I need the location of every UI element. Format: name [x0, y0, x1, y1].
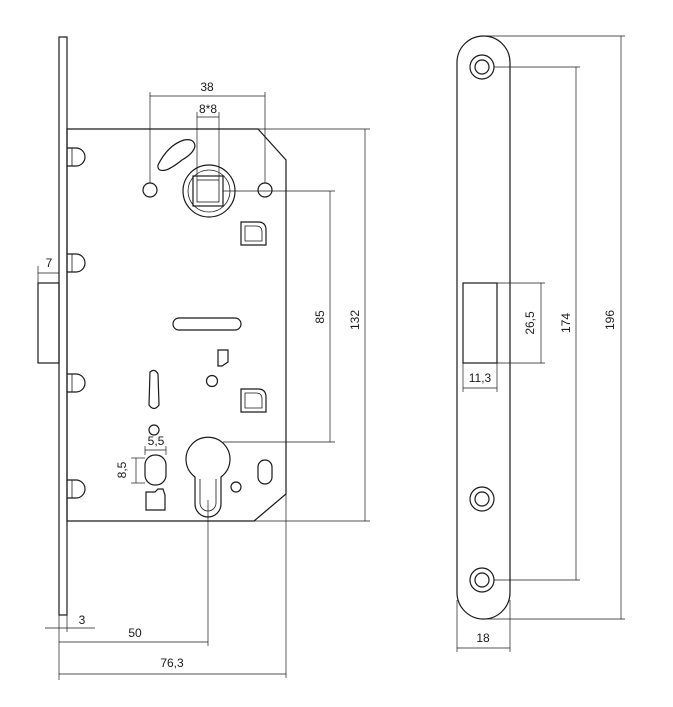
faceplate-screws [67, 147, 86, 499]
dim-38: 38 [200, 80, 214, 94]
cylinder-cutout [185, 436, 231, 518]
dim-11-3: 11,3 [469, 371, 492, 385]
dim-3: 3 [79, 613, 86, 627]
dim-85: 85 [313, 310, 327, 324]
lock-case-outline [66, 128, 287, 522]
dim-76-3: 76,3 [160, 656, 184, 670]
kidney-slot [157, 139, 196, 172]
dim-132: 132 [348, 310, 362, 330]
vertical-pin [148, 369, 160, 410]
dimension-labels: 38 8*8 7 85 132 5,5 8,5 3 50 76,3 26,5 1… [46, 80, 617, 670]
small-notch [217, 349, 229, 367]
strike-plate [456, 35, 511, 620]
latch-bolt [37, 282, 60, 364]
middle-slot [172, 317, 242, 331]
dim-26-5: 26,5 [523, 311, 537, 335]
dim-18: 18 [476, 631, 490, 645]
strike-latch-opening [462, 282, 498, 364]
dimension-lines [37, 35, 625, 680]
mount-hole-left [142, 182, 158, 198]
strike-hole-bottom [469, 567, 495, 593]
faceplate [58, 36, 68, 616]
dim-174: 174 [559, 313, 573, 333]
dim-8-5: 8,5 [115, 461, 129, 478]
strike-hole-top [469, 54, 495, 80]
dim-196: 196 [603, 310, 617, 330]
dim-7: 7 [46, 256, 53, 270]
dim-5-5: 5,5 [148, 434, 165, 448]
mount-hole-right [257, 182, 273, 198]
d-cutout-lower [240, 388, 267, 413]
strike-plate-view [456, 35, 511, 620]
strike-hole-middle [469, 486, 495, 512]
dim-50: 50 [128, 626, 142, 640]
d-cutout-upper [240, 221, 267, 246]
lock-body-view [37, 36, 287, 616]
right-oval [257, 459, 273, 485]
lower-left-cutout [145, 488, 166, 511]
small-vertical-slot [144, 454, 167, 486]
dim-8x8: 8*8 [199, 102, 217, 116]
